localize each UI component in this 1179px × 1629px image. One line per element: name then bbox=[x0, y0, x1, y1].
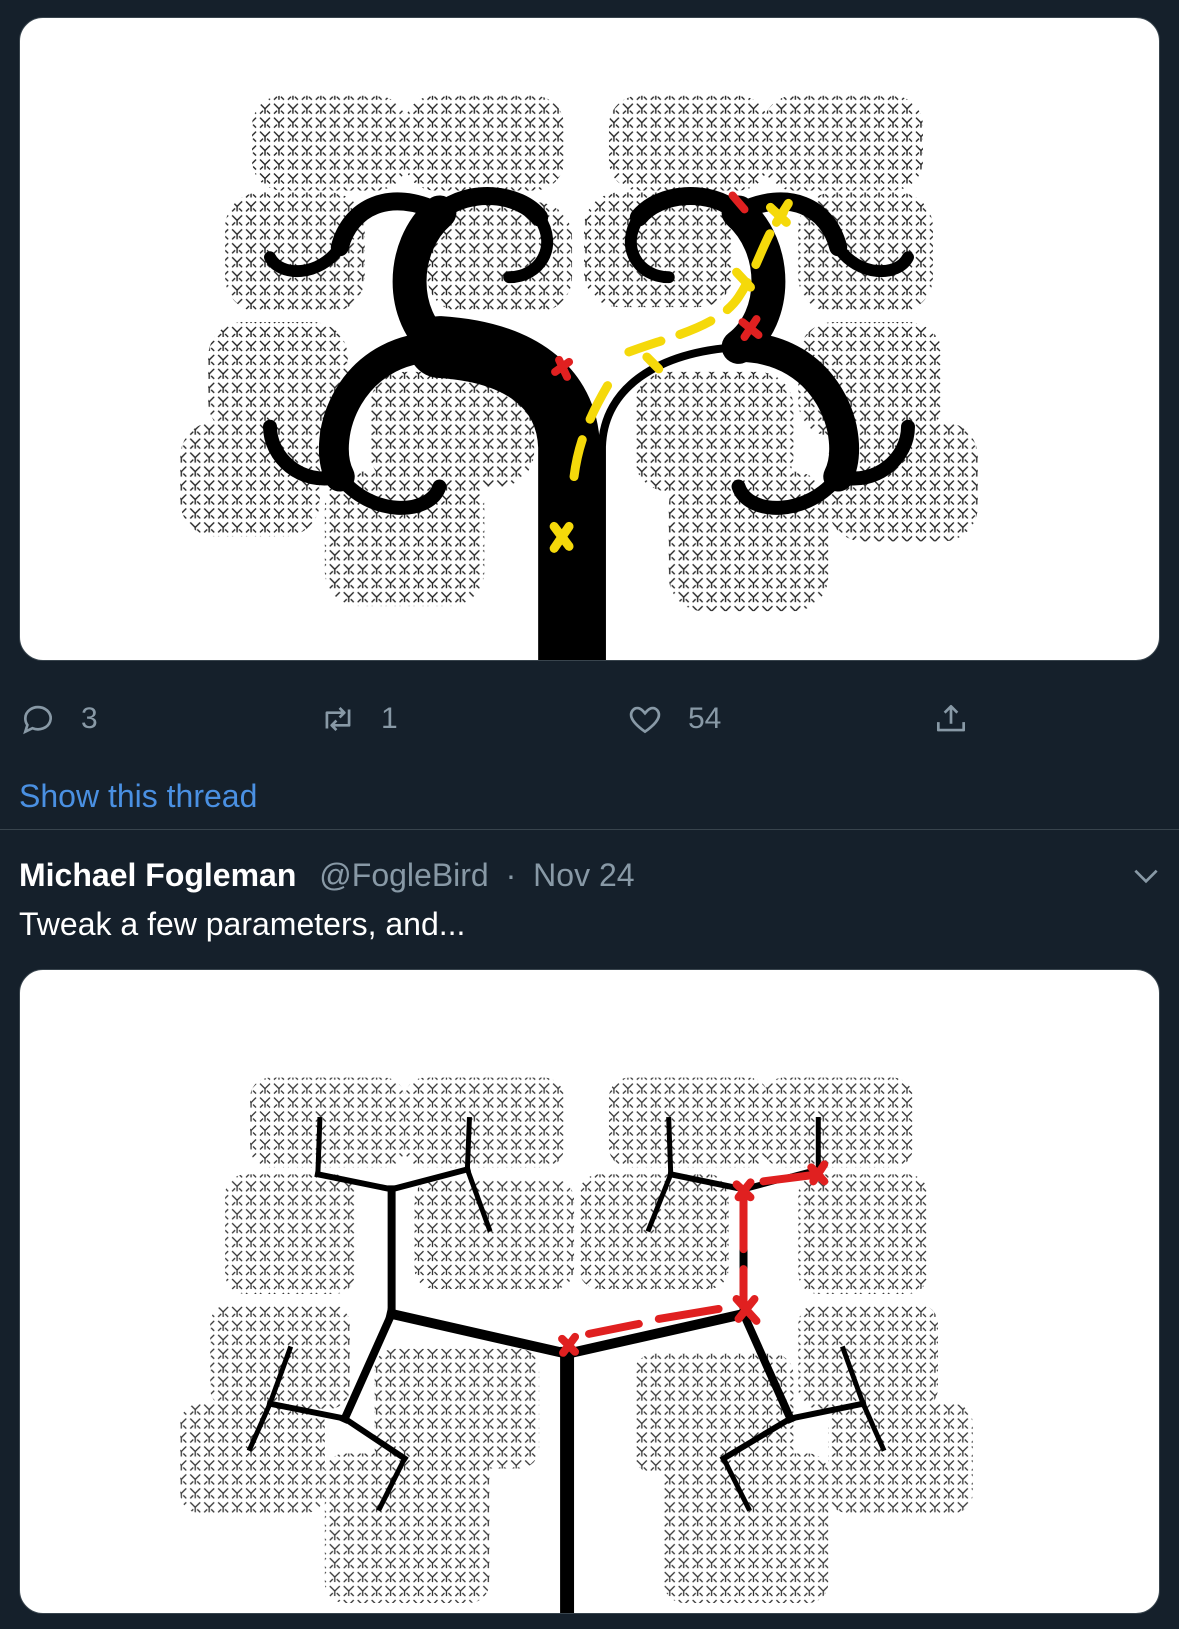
tweet-image-angular-tree[interactable] bbox=[19, 969, 1160, 1614]
retweet-button[interactable]: 1 bbox=[319, 695, 398, 743]
tweet-text: Tweak a few parameters, and... bbox=[19, 906, 466, 942]
author-name[interactable]: Michael Fogleman bbox=[19, 857, 297, 893]
show-thread-link[interactable]: Show this thread bbox=[19, 778, 258, 814]
retweet-count: 1 bbox=[381, 702, 398, 735]
tweet-image-curved-tree[interactable] bbox=[19, 17, 1160, 661]
tweet-action-bar: 3 1 54 bbox=[0, 695, 1179, 743]
share-button[interactable] bbox=[932, 695, 970, 743]
angular-fractal-tree-image bbox=[180, 1077, 973, 1613]
reply-count: 3 bbox=[81, 702, 98, 735]
tweet-date[interactable]: Nov 24 bbox=[533, 857, 635, 893]
author-handle[interactable]: @FogleBird bbox=[319, 857, 489, 893]
like-count: 54 bbox=[688, 702, 722, 735]
like-icon bbox=[629, 706, 661, 734]
reply-button[interactable]: 3 bbox=[19, 695, 98, 743]
reply-icon bbox=[23, 705, 53, 735]
separator-dot: · bbox=[505, 857, 517, 893]
like-button[interactable]: 54 bbox=[626, 695, 721, 743]
chevron-down-icon[interactable] bbox=[1130, 860, 1162, 892]
retweet-icon bbox=[325, 706, 351, 732]
curved-fractal-tree-image bbox=[180, 95, 978, 660]
tweet-header: Michael Fogleman @FogleBird · Nov 24 bbox=[19, 857, 635, 894]
share-icon bbox=[936, 704, 966, 732]
tweet-divider bbox=[0, 829, 1179, 830]
